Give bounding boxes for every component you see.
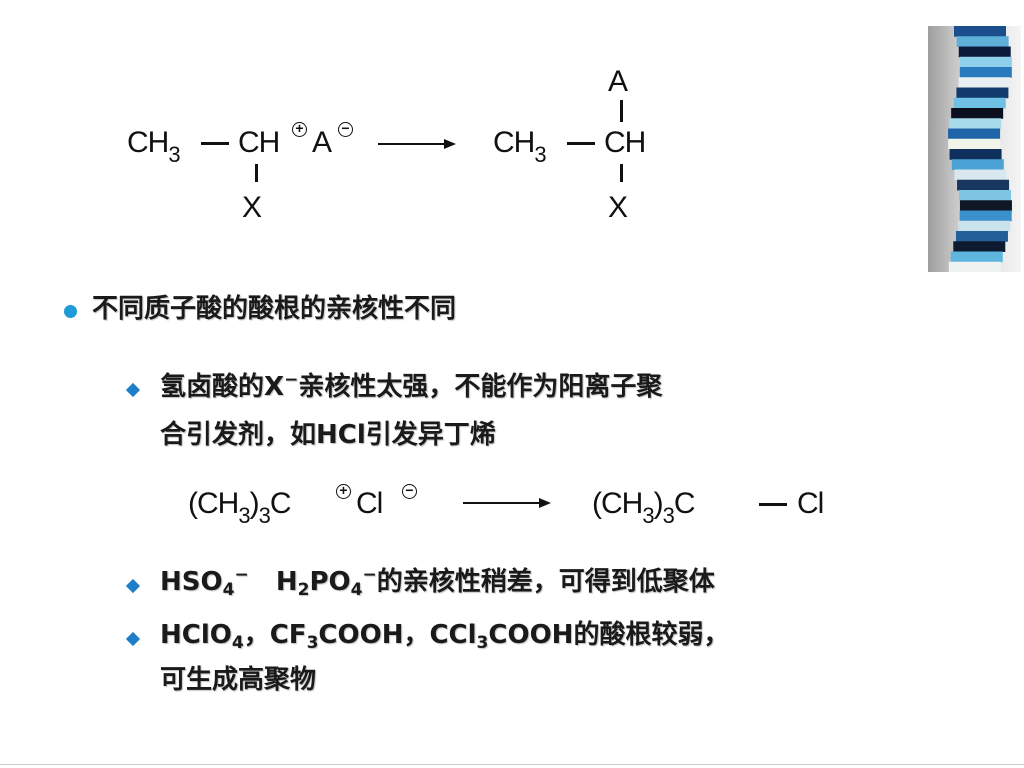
ribbon-stripe bbox=[953, 241, 1006, 252]
bullet-diamond-icon bbox=[125, 631, 141, 647]
r2-left-formula: (CH3)3C bbox=[188, 487, 291, 528]
r1-left-bond bbox=[201, 142, 229, 145]
r1-arrow-head-icon bbox=[444, 139, 456, 149]
r2-right-cl: Cl bbox=[797, 487, 824, 520]
r2-arrow-line bbox=[463, 502, 541, 504]
bullet-4-line-2: 可生成高聚物 bbox=[160, 665, 317, 695]
r1-right-ch: CH bbox=[604, 126, 646, 159]
r1-right-top-vbond bbox=[620, 100, 623, 122]
ribbon-stripe bbox=[958, 46, 1011, 58]
r1-left-anion: A bbox=[312, 126, 332, 159]
ribbon-stripe bbox=[954, 26, 1006, 37]
r1-right-bond bbox=[567, 142, 595, 145]
ribbon-stripe bbox=[948, 128, 1001, 140]
bullet-2-line-1: 氢卤酸的X−亲核性太强，不能作为阳离子聚 bbox=[160, 370, 663, 403]
r1-left-vbond bbox=[255, 164, 258, 182]
minus-charge-icon: − bbox=[338, 121, 353, 137]
ribbon-stripe bbox=[951, 108, 1004, 119]
ribbon-stripe bbox=[959, 190, 1012, 201]
r2-right-formula: (CH3)3C bbox=[592, 487, 695, 528]
r1-right-bottom-vbond bbox=[620, 164, 623, 182]
ribbon-stripe bbox=[956, 87, 1009, 99]
r1-left-ch3: CH3 bbox=[127, 126, 181, 167]
ribbon-stripe bbox=[948, 138, 1001, 150]
ribbon-stripe bbox=[959, 200, 1012, 211]
ribbon-stripe bbox=[958, 77, 1011, 88]
r2-arrow-head-icon bbox=[539, 498, 551, 508]
ribbon-stripes bbox=[948, 26, 1012, 272]
ribbon-stripe bbox=[949, 149, 1002, 160]
plus-charge-icon: + bbox=[292, 121, 307, 137]
r1-right-ch3: CH3 bbox=[493, 126, 547, 167]
r1-arrow-line bbox=[378, 143, 446, 145]
ribbon-stripe bbox=[950, 251, 1003, 263]
decorative-ribbon bbox=[928, 26, 1021, 272]
ribbon-stripe bbox=[959, 210, 1012, 222]
bullet-4-line-1: HClO4，CF3COOH，CCl3COOH的酸根较弱， bbox=[160, 620, 730, 653]
ribbon-stripe bbox=[958, 220, 1011, 232]
plus-charge-icon: + bbox=[336, 483, 351, 499]
ribbon-stripe bbox=[953, 97, 1006, 109]
minus-charge-icon: − bbox=[402, 483, 417, 499]
bullet-1-text: 不同质子酸的酸根的亲核性不同 bbox=[92, 294, 457, 324]
r2-left-cl: Cl bbox=[356, 487, 383, 520]
ribbon-stripe bbox=[959, 56, 1012, 68]
ribbon-stripe bbox=[954, 169, 1007, 181]
ribbon-stripe bbox=[957, 179, 1010, 191]
ribbon-stripe bbox=[948, 261, 1001, 272]
bullet-dot-icon bbox=[64, 305, 77, 318]
ribbon-stripe bbox=[951, 159, 1004, 170]
r2-right-bond bbox=[759, 503, 787, 506]
r1-left-x: X bbox=[242, 191, 262, 224]
bullet-3-text: HSO4− H2PO4−的亲核性稍差，可得到低聚体 bbox=[160, 565, 715, 600]
bullet-2-line-2: 合引发剂，如HCl引发异丁烯 bbox=[160, 420, 496, 450]
bullet-diamond-icon bbox=[125, 578, 141, 594]
r1-right-a: A bbox=[608, 65, 628, 98]
bottom-divider bbox=[0, 764, 1024, 765]
ribbon-stripe bbox=[955, 231, 1008, 242]
ribbon-stripe bbox=[949, 118, 1002, 129]
r1-left-ch: CH bbox=[238, 126, 280, 159]
bullet-diamond-icon bbox=[125, 382, 141, 398]
ribbon-stripe bbox=[959, 67, 1012, 78]
ribbon-stripe bbox=[956, 36, 1009, 47]
r1-right-x: X bbox=[608, 191, 628, 224]
